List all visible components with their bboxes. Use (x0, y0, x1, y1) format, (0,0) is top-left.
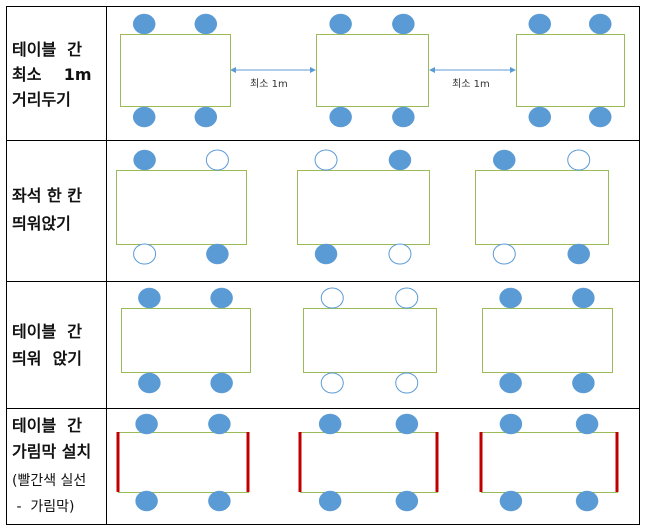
seat-r4-t3-bottom-2 (575, 490, 599, 512)
row2-label-line1: 좌석 한 칸 (12, 186, 83, 205)
seat-r3-t2-bottom-1 (320, 372, 344, 394)
table-r3-t1 (121, 308, 251, 373)
seat-r1-t1-top-2 (194, 13, 218, 35)
seat-r1-t2-top-2 (392, 13, 415, 35)
seat-r3-t1-bottom-2 (210, 372, 233, 394)
table-r2-t3 (475, 170, 609, 245)
seat-r1-t1-top-1 (132, 13, 156, 35)
distance-label-1: 최소 1m (250, 79, 288, 90)
seat-r3-t2-top-2 (395, 287, 419, 309)
seat-r2-t3-bottom-1 (492, 243, 516, 265)
seat-r1-t3-top-2 (588, 13, 612, 35)
seat-r2-t1-bottom-2 (206, 243, 229, 265)
seat-r3-t3-bottom-2 (572, 372, 595, 394)
row2-label-line2: 띄워앉기 (12, 214, 71, 233)
seat-r2-t3-top-1 (493, 149, 516, 171)
seat-r1-t3-top-1 (528, 13, 552, 35)
seat-r2-t2-top-2 (388, 149, 412, 171)
row4-note-line2: - 가림막) (12, 499, 75, 515)
table-r4-t3 (481, 432, 618, 493)
seat-r3-t2-bottom-2 (395, 372, 419, 394)
table-r1-t1 (120, 34, 231, 107)
table-r3-t3 (482, 308, 613, 373)
seat-r4-t2-bottom-2 (395, 490, 419, 512)
seat-r4-t2-top-2 (395, 413, 419, 435)
table-border (6, 6, 640, 525)
table-r3-t2 (303, 308, 437, 373)
seat-r4-t1-bottom-1 (135, 490, 158, 512)
seat-r4-t2-top-1 (318, 413, 342, 435)
row4-label-line1: 테이블 간 (12, 416, 83, 435)
row4-label-line2: 가림막 설치 (12, 442, 92, 461)
row1-label-line2: 최소 1m (12, 65, 92, 84)
seat-r4-t1-top-1 (135, 413, 158, 435)
row3-label-line2: 띄워 앉기 (12, 349, 83, 368)
seat-r2-t3-bottom-2 (567, 243, 590, 265)
row3-label-line1: 테이블 간 (12, 322, 83, 341)
seat-r2-t1-top-2 (205, 149, 229, 171)
seat-r4-t1-bottom-2 (208, 490, 231, 512)
seat-r2-t2-bottom-1 (314, 243, 338, 265)
seat-r3-t1-top-2 (210, 287, 233, 309)
seat-r4-t1-top-2 (208, 413, 231, 435)
seat-r3-t3-top-2 (572, 287, 595, 309)
table-r2-t2 (297, 170, 430, 245)
seat-r1-t2-top-1 (329, 13, 352, 35)
seat-r1-t1-bottom-1 (132, 106, 156, 128)
seat-r4-t3-top-1 (499, 413, 523, 435)
seat-r1-t1-bottom-2 (194, 106, 218, 128)
row1-label-line1: 테이블 간 (12, 40, 83, 59)
seat-r3-t1-bottom-1 (138, 372, 161, 394)
seat-r4-t3-bottom-1 (499, 490, 523, 512)
seat-r2-t2-bottom-2 (388, 243, 412, 265)
table-r2-t1 (116, 170, 247, 245)
seat-r3-t2-top-1 (320, 287, 344, 309)
seat-r3-t1-top-1 (138, 287, 161, 309)
distance-label-2: 최소 1m (452, 79, 490, 90)
seat-r4-t3-top-2 (575, 413, 599, 435)
seat-r4-t2-bottom-1 (318, 490, 342, 512)
table-r1-t2 (316, 34, 429, 107)
seat-r1-t3-bottom-1 (528, 106, 552, 128)
seat-r2-t1-top-1 (133, 149, 156, 171)
seat-r3-t3-bottom-1 (499, 372, 522, 394)
table-r4-t2 (300, 432, 438, 493)
seat-r1-t2-bottom-1 (329, 106, 352, 128)
table-r4-t1 (118, 432, 249, 493)
seat-r1-t3-bottom-2 (588, 106, 612, 128)
row1-label-line3: 거리두기 (12, 90, 71, 109)
seat-r2-t2-top-1 (314, 149, 338, 171)
table-r1-t3 (516, 34, 625, 107)
seat-r2-t3-top-2 (567, 149, 591, 171)
seat-r1-t2-bottom-2 (392, 106, 415, 128)
row4-note-line1: (빨간색 실선 (12, 473, 87, 489)
seat-r2-t1-bottom-1 (133, 243, 157, 265)
seat-r3-t3-top-1 (499, 287, 522, 309)
